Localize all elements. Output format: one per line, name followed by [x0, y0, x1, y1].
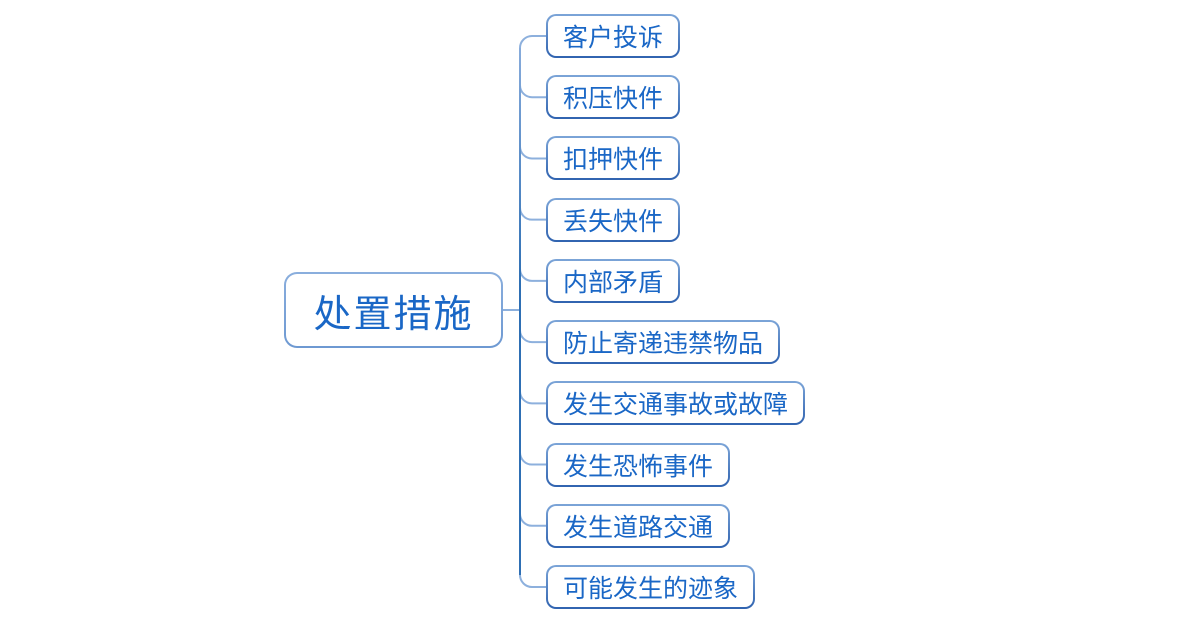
root-node[interactable]: 处置措施	[284, 272, 503, 348]
child-node[interactable]: 内部矛盾	[546, 258, 681, 303]
connector-line	[519, 330, 546, 344]
connector-line	[519, 268, 546, 282]
child-node-label: 可能发生的迹象	[563, 575, 739, 603]
connector-line	[519, 452, 546, 466]
child-node-label: 发生道路交通	[563, 514, 714, 542]
child-node-label: 丢失快件	[563, 208, 664, 236]
child-node-label: 客户投诉	[563, 25, 664, 52]
connector-line	[519, 574, 546, 588]
connector-line	[519, 207, 546, 221]
child-node[interactable]: 积压快件	[546, 75, 681, 120]
child-node[interactable]: 防止寄递违禁物品	[546, 320, 781, 365]
child-node[interactable]: 发生交通事故或故障	[546, 381, 806, 426]
connector-line	[519, 513, 546, 527]
child-node[interactable]: 丢失快件	[546, 197, 681, 242]
connector-line	[519, 85, 546, 99]
child-node-label: 发生恐怖事件	[563, 453, 714, 481]
child-node[interactable]: 发生恐怖事件	[546, 442, 731, 487]
connector-line	[519, 35, 546, 49]
connector-line	[519, 146, 546, 160]
root-node-label: 处置措施	[313, 293, 474, 336]
child-node-label: 防止寄递违禁物品	[563, 331, 764, 359]
child-node-label: 积压快件	[563, 86, 664, 114]
child-node[interactable]: 发生道路交通	[546, 503, 731, 548]
child-node-label: 扣押快件	[563, 147, 664, 175]
child-node-label: 内部矛盾	[563, 269, 664, 297]
child-node[interactable]: 客户投诉	[546, 14, 681, 58]
connector-line	[519, 391, 546, 405]
child-node[interactable]: 可能发生的迹象	[546, 564, 756, 609]
child-node[interactable]: 扣押快件	[546, 136, 681, 181]
child-node-label: 发生交通事故或故障	[563, 392, 789, 420]
